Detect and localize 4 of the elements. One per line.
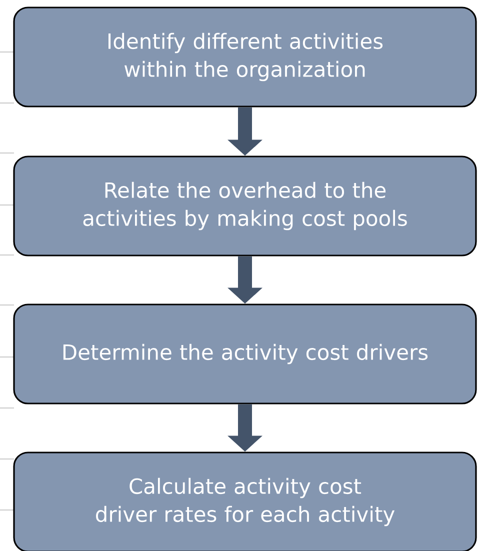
process-box: Relate the overhead to the activities by making cost pools [13, 156, 477, 256]
process-box: Identify different activities within the organization [13, 6, 477, 108]
process-box: Calculate activity cost driver rates for each activity [13, 452, 477, 551]
process-box: Determine the activity cost drivers [13, 304, 477, 404]
